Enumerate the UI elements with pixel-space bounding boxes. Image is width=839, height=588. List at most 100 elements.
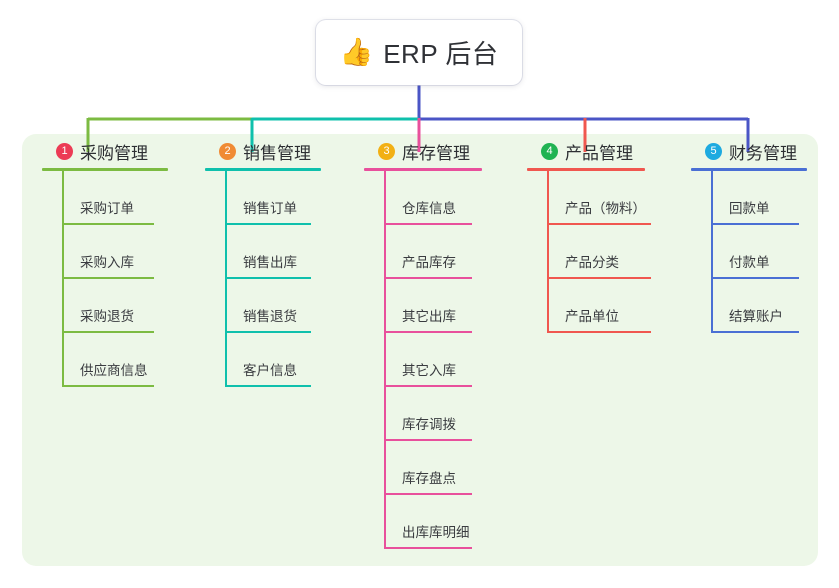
branch-header-2[interactable]: 2 销售管理 [203, 134, 321, 168]
branch-item-underline [384, 385, 472, 387]
branch-item-underline [384, 493, 472, 495]
branch-spine [384, 171, 386, 549]
branch-item-underline [225, 277, 311, 279]
branch-item[interactable]: 库存盘点 [384, 441, 482, 495]
branch-underline [527, 168, 645, 171]
branch-spine [62, 171, 64, 387]
thumbs-up-icon: 👍 [339, 37, 374, 67]
branch-item-label: 出库库明细 [402, 525, 470, 540]
branch-spine [711, 171, 713, 333]
branch-item-underline [225, 331, 311, 333]
branch-item[interactable]: 产品（物料） [547, 171, 651, 225]
branch-item[interactable]: 客户信息 [225, 333, 321, 387]
branch-item[interactable]: 销售订单 [225, 171, 321, 225]
branch-column-5: 5 财务管理回款单付款单结算账户 [689, 134, 807, 333]
branch-item-label: 付款单 [729, 255, 770, 270]
branch-underline [205, 168, 321, 171]
branch-item-underline [384, 223, 472, 225]
branch-item-underline [384, 277, 472, 279]
branch-item[interactable]: 产品库存 [384, 225, 482, 279]
branch-item-label: 其它出库 [402, 309, 456, 324]
branch-item[interactable]: 出库库明细 [384, 495, 482, 549]
branch-column-2: 2 销售管理销售订单销售出库销售退货客户信息 [203, 134, 321, 387]
branch-item-underline [62, 331, 154, 333]
branch-item-underline [384, 331, 472, 333]
branch-item-label: 采购入库 [80, 255, 134, 270]
branch-header-1[interactable]: 1 采购管理 [40, 134, 168, 168]
branch-item-underline [711, 277, 799, 279]
branch-item-label: 采购订单 [80, 201, 134, 216]
branch-item-label: 产品分类 [565, 255, 619, 270]
branch-title: 财务管理 [729, 143, 797, 163]
branch-item-underline [62, 277, 154, 279]
branch-underline [42, 168, 168, 171]
branch-title: 产品管理 [565, 143, 633, 163]
branch-item[interactable]: 付款单 [711, 225, 807, 279]
root-title: ERP 后台 [383, 39, 499, 69]
branch-item-label: 销售退货 [243, 309, 297, 324]
branch-spine [547, 171, 549, 333]
branch-item-label: 产品库存 [402, 255, 456, 270]
branch-item-label: 产品单位 [565, 309, 619, 324]
branch-item-list: 销售订单销售出库销售退货客户信息 [225, 171, 321, 387]
branch-item-underline [62, 223, 154, 225]
branch-item[interactable]: 采购退货 [62, 279, 168, 333]
branch-item-underline [547, 277, 651, 279]
branch-header-5[interactable]: 5 财务管理 [689, 134, 807, 168]
branch-item-label: 结算账户 [729, 309, 783, 324]
branch-item-underline [384, 439, 472, 441]
branch-title: 销售管理 [243, 143, 311, 163]
branch-column-3: 3 库存管理仓库信息产品库存其它出库其它入库库存调拨库存盘点出库库明细 [362, 134, 482, 549]
branch-item-underline [547, 223, 651, 225]
branch-underline [691, 168, 807, 171]
branch-item-label: 销售订单 [243, 201, 297, 216]
branch-item-list: 产品（物料） 产品分类产品单位 [547, 171, 651, 333]
branch-item-label: 供应商信息 [80, 363, 148, 378]
branch-item-label: 回款单 [729, 201, 770, 216]
branch-item[interactable]: 产品分类 [547, 225, 651, 279]
branch-item[interactable]: 产品单位 [547, 279, 651, 333]
branch-item-list: 采购订单采购入库采购退货供应商信息 [62, 171, 168, 387]
branch-number-badge: 1 [56, 142, 73, 160]
branch-item-underline [711, 223, 799, 225]
branch-number-badge: 2 [219, 142, 236, 160]
branch-item-underline [225, 223, 311, 225]
branch-column-4: 4 产品管理产品（物料） 产品分类产品单位 [525, 134, 651, 333]
branch-item-list: 仓库信息产品库存其它出库其它入库库存调拨库存盘点出库库明细 [384, 171, 482, 549]
branch-number-badge: 5 [705, 142, 722, 160]
branch-item[interactable]: 销售出库 [225, 225, 321, 279]
branch-item-label: 库存调拨 [402, 417, 456, 432]
branch-item-underline [711, 331, 799, 333]
branch-item-label: 客户信息 [243, 363, 297, 378]
branch-item[interactable]: 其它出库 [384, 279, 482, 333]
branch-title: 采购管理 [80, 143, 148, 163]
branch-item[interactable]: 结算账户 [711, 279, 807, 333]
branch-number-badge: 4 [541, 142, 558, 160]
branch-item[interactable]: 回款单 [711, 171, 807, 225]
branch-item[interactable]: 采购入库 [62, 225, 168, 279]
branch-item[interactable]: 其它入库 [384, 333, 482, 387]
branch-item-label: 产品（物料） [565, 201, 646, 216]
branch-column-1: 1 采购管理采购订单采购入库采购退货供应商信息 [40, 134, 168, 387]
branch-item[interactable]: 采购订单 [62, 171, 168, 225]
branch-header-4[interactable]: 4 产品管理 [525, 134, 646, 168]
branch-spine [225, 171, 227, 387]
branch-item-label: 其它入库 [402, 363, 456, 378]
branch-item-label: 采购退货 [80, 309, 134, 324]
branch-underline [364, 168, 482, 171]
branch-item[interactable]: 销售退货 [225, 279, 321, 333]
branch-number-badge: 3 [378, 142, 395, 160]
branch-item-underline [62, 385, 154, 387]
root-node[interactable]: 👍 ERP 后台 [316, 20, 522, 85]
branch-item-underline [225, 385, 311, 387]
branch-title: 库存管理 [402, 143, 470, 163]
branch-item[interactable]: 库存调拨 [384, 387, 482, 441]
branch-item[interactable]: 供应商信息 [62, 333, 168, 387]
branch-item[interactable]: 仓库信息 [384, 171, 482, 225]
branch-item-list: 回款单付款单结算账户 [711, 171, 807, 333]
branch-item-underline [384, 547, 472, 549]
branch-columns: 1 采购管理采购订单采购入库采购退货供应商信息 2 销售管理销售订单销售出库销售退货客… [22, 134, 818, 566]
branch-header-3[interactable]: 3 库存管理 [362, 134, 482, 168]
branch-item-label: 销售出库 [243, 255, 297, 270]
